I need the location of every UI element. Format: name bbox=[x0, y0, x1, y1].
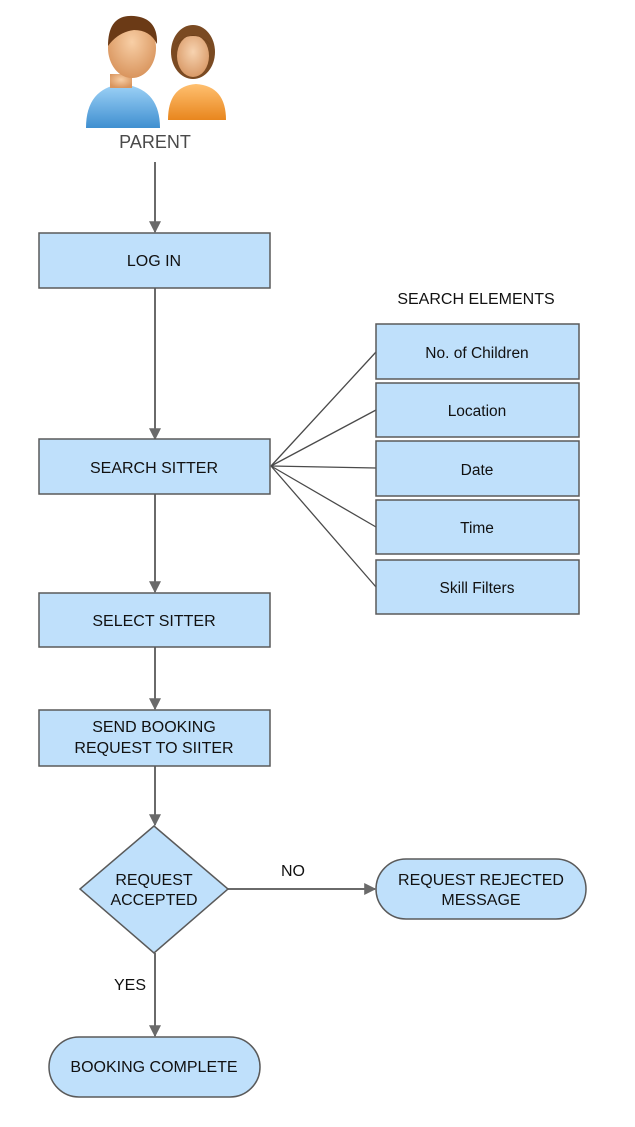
search-element-time-label: Time bbox=[460, 520, 494, 537]
request-accepted-decision: REQUEST ACCEPTED bbox=[78, 825, 230, 954]
search-sitter-label: SEARCH SITTER bbox=[90, 460, 218, 477]
search-sitter-step: SEARCH SITTER bbox=[38, 438, 271, 495]
rejected-label-line2: MESSAGE bbox=[441, 892, 520, 909]
search-element-date: Date bbox=[375, 440, 580, 497]
search-elements-connectors bbox=[270, 351, 377, 588]
search-element-skill-filters-label: Skill Filters bbox=[440, 580, 515, 597]
login-step: LOG IN bbox=[38, 232, 271, 289]
decision-label-line2: ACCEPTED bbox=[110, 892, 197, 909]
decision-label-line1: REQUEST bbox=[115, 872, 193, 889]
booking-complete-label: BOOKING COMPLETE bbox=[70, 1059, 237, 1076]
send-booking-label-line1: SEND BOOKING bbox=[92, 719, 216, 736]
search-element-skill-filters: Skill Filters bbox=[375, 559, 580, 615]
login-label: LOG IN bbox=[127, 253, 181, 270]
select-sitter-step: SELECT SITTER bbox=[38, 592, 271, 648]
booking-complete-terminal: BOOKING COMPLETE bbox=[48, 1036, 261, 1098]
send-booking-step: SEND BOOKING REQUEST TO SIITER bbox=[38, 709, 271, 767]
request-rejected-terminal: REQUEST REJECTED MESSAGE bbox=[375, 858, 587, 920]
branch-no-label: NO bbox=[281, 863, 305, 880]
search-element-time: Time bbox=[375, 499, 580, 555]
branch-yes-label: YES bbox=[114, 977, 146, 994]
search-element-date-label: Date bbox=[461, 462, 494, 479]
search-element-location: Location bbox=[375, 382, 580, 438]
search-element-children-label: No. of Children bbox=[425, 345, 528, 362]
send-booking-label-line2: REQUEST TO SIITER bbox=[74, 740, 233, 757]
parent-users-icon bbox=[86, 15, 226, 128]
search-element-children: No. of Children bbox=[375, 323, 580, 380]
rejected-label-line1: REQUEST REJECTED bbox=[398, 872, 564, 889]
search-elements-title: SEARCH ELEMENTS bbox=[397, 291, 554, 308]
select-sitter-label: SELECT SITTER bbox=[92, 613, 215, 630]
search-element-location-label: Location bbox=[448, 403, 507, 420]
parent-label: PARENT bbox=[119, 132, 191, 152]
